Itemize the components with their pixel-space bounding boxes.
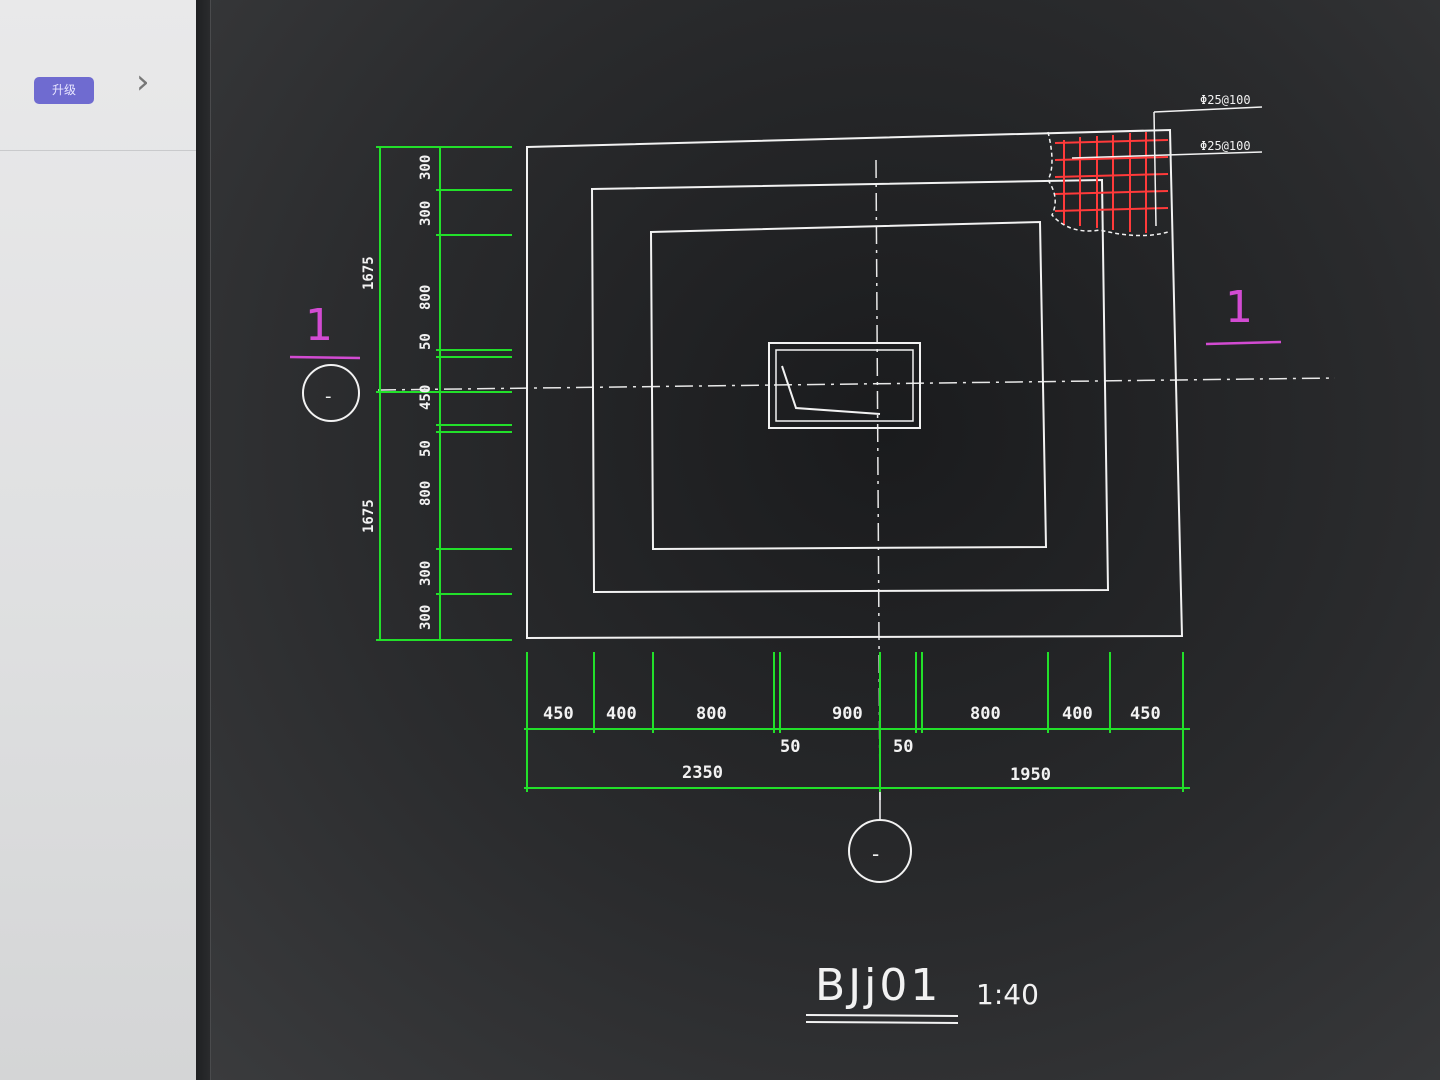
- footing-step-outline: [590, 178, 1110, 594]
- dim-bottom-total-2: 1950: [1010, 765, 1051, 785]
- upgrade-button[interactable]: 升级: [34, 77, 94, 104]
- dim-bottom-small-1: 50: [780, 737, 800, 757]
- dim-bottom-7: 450: [1130, 704, 1161, 724]
- drawing-title: BJj01: [815, 960, 941, 1011]
- dim-left-5: 450: [418, 385, 434, 410]
- dim-left-2: 300: [418, 201, 434, 226]
- cad-canvas[interactable]: [211, 0, 1440, 1080]
- dim-left-total-2: 1675: [361, 499, 377, 533]
- dim-left-1: 300: [418, 155, 434, 180]
- footing-outer-outline: [526, 128, 1184, 640]
- column-break-line: [781, 365, 881, 415]
- panel-header: 升级 ›: [0, 0, 196, 151]
- column-inner: [775, 349, 914, 422]
- dim-left-9: 300: [418, 605, 434, 630]
- dim-bottom-1: 450: [543, 704, 574, 724]
- chevron-right-icon[interactable]: ›: [136, 62, 150, 102]
- dim-bottom-2: 400: [606, 704, 637, 724]
- dim-left-6: 50: [418, 440, 434, 457]
- svg-text:-: -: [325, 386, 332, 407]
- dim-left-3: 800: [418, 285, 434, 310]
- dim-left-4: 50: [418, 333, 434, 350]
- dim-bottom-4: 900: [832, 704, 863, 724]
- dim-left-7: 800: [418, 481, 434, 506]
- axis-bubble-left: [302, 364, 360, 422]
- dim-bottom-3: 800: [696, 704, 727, 724]
- left-panel: 升级 ›: [0, 0, 197, 1080]
- section-mark-left: 1: [305, 300, 333, 351]
- rebar-label-1: Φ25@100: [1200, 93, 1251, 107]
- axis-bubble-bottom: [848, 819, 912, 883]
- dim-bottom-5: 800: [970, 704, 1001, 724]
- rebar-detail: [1054, 132, 1169, 233]
- left-dimension-lines: [376, 146, 512, 641]
- panel-divider[interactable]: [196, 0, 211, 1080]
- section-mark-right: 1: [1225, 282, 1253, 333]
- rebar-label-2: Φ25@100: [1200, 139, 1251, 153]
- bottom-dimension-lines: [524, 652, 1190, 792]
- dim-bottom-small-2: 50: [893, 737, 913, 757]
- dim-left-8: 300: [418, 561, 434, 586]
- dim-bottom-6: 400: [1062, 704, 1093, 724]
- footing-top-outline: [649, 220, 1048, 551]
- dim-bottom-total-1: 2350: [682, 763, 723, 783]
- column-outer: [768, 342, 921, 429]
- drawing-scale: 1:40: [976, 978, 1039, 1011]
- horizontal-centerline: [377, 377, 1336, 391]
- dim-left-total-1: 1675: [361, 256, 377, 290]
- svg-text:-: -: [872, 842, 879, 866]
